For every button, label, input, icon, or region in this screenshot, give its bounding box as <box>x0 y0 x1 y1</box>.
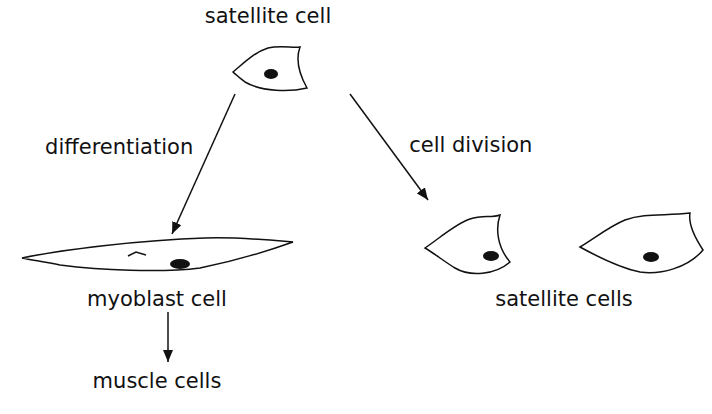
arrow-connector <box>172 94 235 234</box>
process-label: cell division <box>407 133 534 158</box>
cell-label: satellite cell <box>205 4 331 29</box>
cell-node: satellite cell <box>183 4 353 94</box>
cell-nucleus <box>643 252 659 262</box>
satellite-cell-shape <box>580 213 703 273</box>
result-node: muscle cells <box>57 362 257 402</box>
satellite-cell-shape <box>425 215 510 274</box>
cell-nucleus <box>264 69 278 79</box>
cell-label: satellite cells <box>495 287 632 312</box>
process-label: differentiation <box>43 135 195 160</box>
satellite-cell-shape <box>233 47 307 91</box>
cell-nucleus <box>170 259 190 269</box>
myoblast-cell-shape <box>22 238 293 271</box>
cell-label: muscle cells <box>93 369 222 394</box>
cell-node: satellite cells <box>422 200 706 312</box>
cell-nucleus <box>483 251 499 261</box>
cell-label: myoblast cell <box>87 287 227 312</box>
myoblast-cell-notch <box>128 252 146 256</box>
cell-node: myoblast cell <box>17 234 297 312</box>
arrow-connector <box>167 312 169 362</box>
